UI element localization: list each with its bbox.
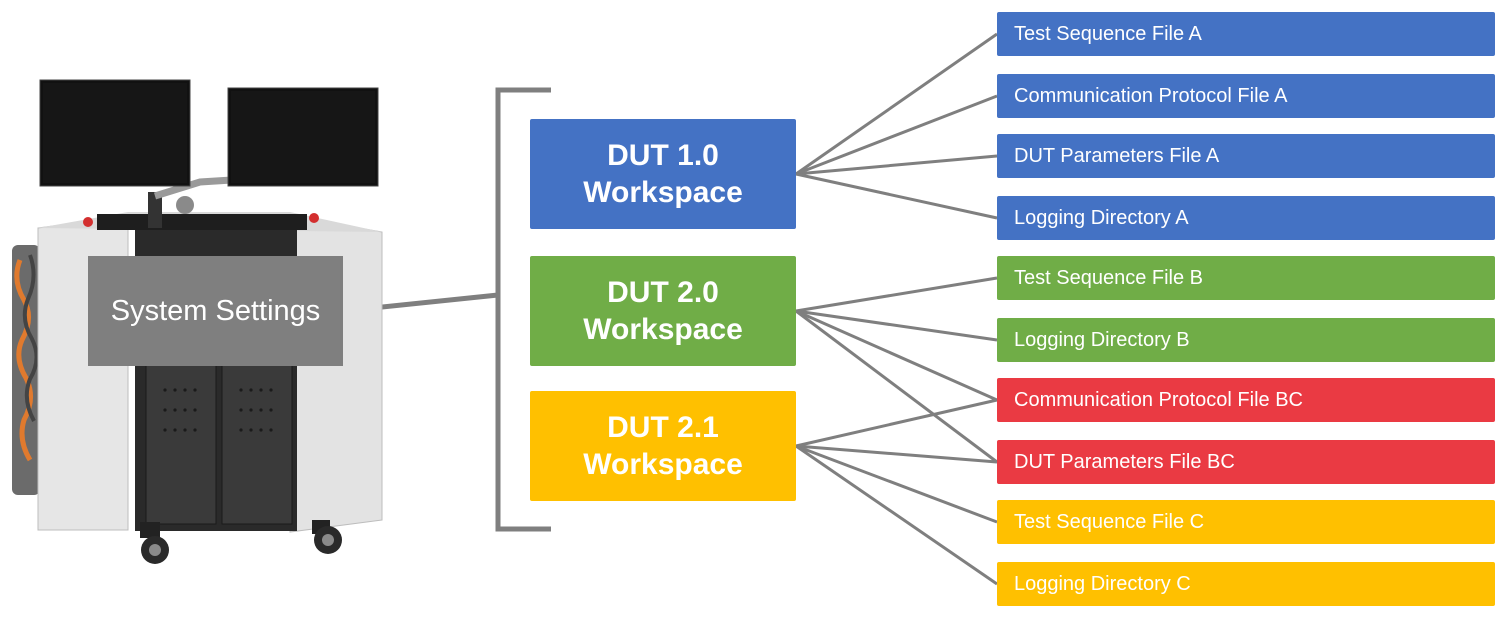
file-communication-protocol-a: Communication Protocol File A — [997, 74, 1495, 118]
workspace-label: DUT 2.0 Workspace — [583, 276, 743, 346]
file-label: Logging Directory B — [1014, 328, 1190, 351]
file-label: Test Sequence File B — [1014, 266, 1203, 289]
file-label: Communication Protocol File BC — [1014, 388, 1303, 411]
file-test-sequence-c: Test Sequence File C — [997, 500, 1495, 544]
link-ws1-f1 — [795, 94, 998, 176]
link-ws1-f2 — [795, 154, 998, 176]
link-ws3-f6 — [795, 398, 998, 448]
file-label: DUT Parameters File BC — [1014, 450, 1235, 473]
file-label: Logging Directory C — [1014, 572, 1191, 595]
workspace-bracket — [495, 87, 551, 532]
system-settings-label: System Settings — [110, 295, 321, 327]
link-ws2-f4 — [795, 276, 998, 313]
link-ws1-f0 — [795, 32, 998, 176]
link-ws3-f7 — [795, 444, 998, 464]
link-ws3-f8 — [795, 444, 998, 524]
system-settings-box: System Settings — [88, 256, 343, 366]
file-label: Test Sequence File A — [1014, 22, 1202, 45]
workspace-dut-1-0: DUT 1.0 Workspace — [530, 119, 796, 229]
file-test-sequence-b: Test Sequence File B — [997, 256, 1495, 300]
file-communication-protocol-bc: Communication Protocol File BC — [997, 378, 1495, 422]
file-logging-directory-b: Logging Directory B — [997, 318, 1495, 362]
file-label: Test Sequence File C — [1014, 510, 1205, 533]
link-ws2-f6 — [795, 309, 998, 402]
link-ws1-f3 — [795, 172, 998, 220]
link-ws2-f5 — [795, 309, 998, 342]
workspace-file-links — [795, 32, 998, 586]
test-station-cart-image — [12, 79, 383, 564]
workspace-dut-2-0: DUT 2.0 Workspace — [530, 256, 796, 366]
file-label: DUT Parameters File A — [1014, 144, 1220, 167]
link-ws2-f7 — [795, 309, 998, 464]
casters — [140, 520, 342, 564]
link-ws3-f9 — [795, 444, 998, 586]
workspace-dut-2-1: DUT 2.1 Workspace — [530, 391, 796, 501]
file-logging-directory-c: Logging Directory C — [997, 562, 1495, 606]
file-test-sequence-a: Test Sequence File A — [997, 12, 1495, 56]
cable-bundle — [12, 245, 40, 495]
file-label: Communication Protocol File A — [1014, 84, 1288, 107]
workspace-label: DUT 1.0 Workspace — [583, 139, 743, 209]
file-label: Logging Directory A — [1014, 206, 1189, 229]
file-logging-directory-a: Logging Directory A — [997, 196, 1495, 240]
file-dut-parameters-bc: DUT Parameters File BC — [997, 440, 1495, 484]
file-dut-parameters-a: DUT Parameters File A — [997, 134, 1495, 178]
workspace-label: DUT 2.1 Workspace — [583, 411, 743, 481]
